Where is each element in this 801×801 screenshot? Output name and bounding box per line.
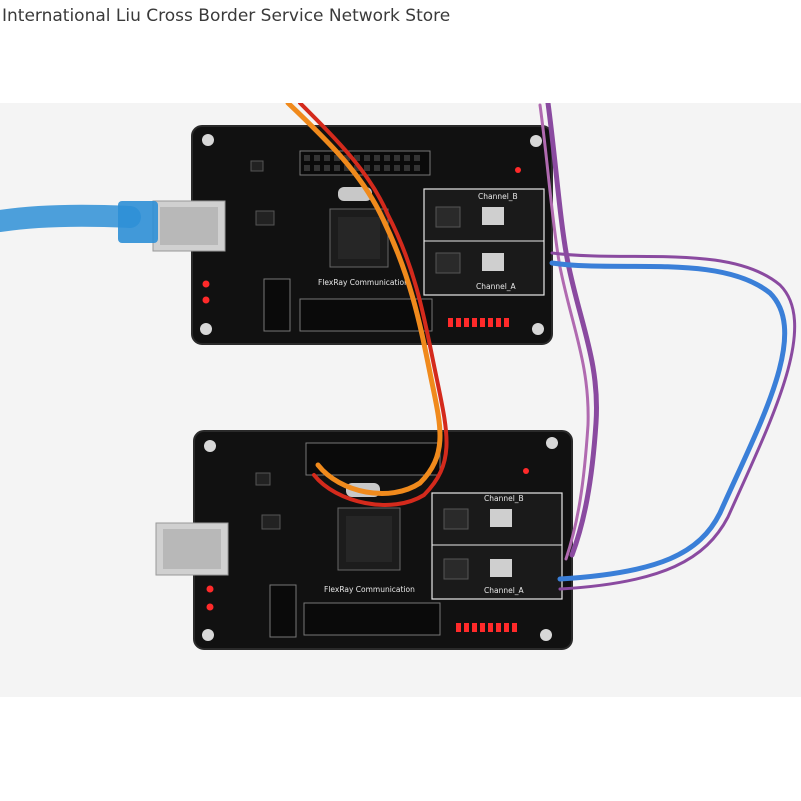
flexray-wire-blue <box>549 251 797 591</box>
flexray-label-top: FlexRay Communication <box>318 278 409 287</box>
channel-a-label-top: Channel_A <box>476 282 517 291</box>
flexray-label-bottom: FlexRay Communication <box>324 585 415 594</box>
jtag-header-top <box>263 278 291 332</box>
regulator-bottom <box>255 472 271 486</box>
usb-b-connector-bottom <box>155 522 229 576</box>
status-led-top-2 <box>202 296 210 304</box>
flexray-board-bottom: FlexRay Communication Channel_B Channel_… <box>155 430 573 650</box>
regulator-top <box>250 160 264 172</box>
channel-box-top: Channel_B Channel_A <box>423 188 545 296</box>
usb-cable <box>0 201 158 243</box>
pin-header-top-board <box>299 150 431 176</box>
status-led-bottom-3 <box>523 468 529 474</box>
product-photo: FlexRay Communication Channel_B Channel_… <box>0 103 801 697</box>
led-row-bottom <box>456 623 517 632</box>
led-row-top <box>448 318 509 327</box>
crystal-top <box>338 187 372 201</box>
ic-u3-top <box>255 210 275 226</box>
status-led-bottom-2 <box>206 603 214 611</box>
mcu-chip-bottom <box>337 507 401 571</box>
status-led-top-1 <box>202 280 210 288</box>
channel-b-label-top: Channel_B <box>478 192 518 201</box>
flexray-board-top: FlexRay Communication Channel_B Channel_… <box>152 125 553 345</box>
usb-b-connector-top <box>152 200 226 252</box>
flexray-wire-orange-red <box>285 103 449 507</box>
ic-u3-bottom <box>261 514 281 530</box>
pin-header-top-bottom-board <box>305 442 441 476</box>
store-title: International Liu Cross Border Service N… <box>2 6 451 26</box>
status-led-bottom-1 <box>206 585 214 593</box>
status-led-top-3 <box>515 167 521 173</box>
channel-a-label-bottom: Channel_A <box>484 586 525 595</box>
pin-header-bottom-bottom-board: FlexRay Communication <box>303 585 441 636</box>
channel-box-bottom: Channel_B Channel_A <box>431 492 563 600</box>
pin-header-bottom-top-board: FlexRay Communication <box>299 278 433 332</box>
flexray-wire-purple <box>538 103 600 561</box>
jtag-header-bottom <box>269 584 297 638</box>
mcu-chip-top <box>329 208 389 268</box>
channel-b-label-bottom: Channel_B <box>484 494 524 503</box>
